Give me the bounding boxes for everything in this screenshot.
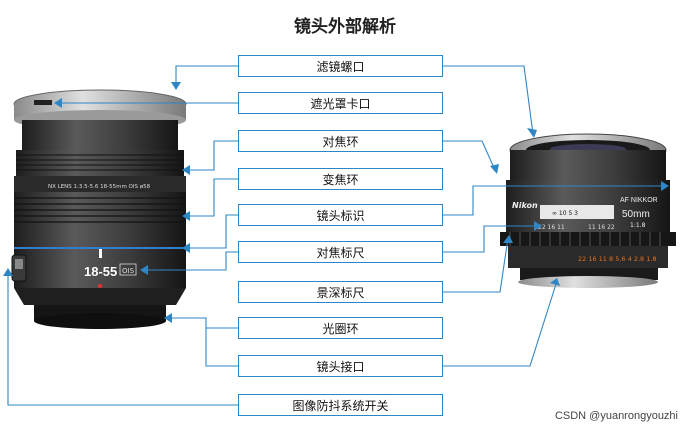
leader-lens-mount-right: [443, 283, 557, 367]
left-lens-body: [14, 230, 186, 288]
left-lens: NX LENS 1:3.5-5.6 18-55mm OIS ø58 55 45 …: [11, 89, 187, 329]
leader-lens-marking-right: [443, 185, 667, 216]
right-lens-focus-marks: ∞ 10 5 3: [552, 210, 578, 217]
right-lens-model-line2: 50mm: [622, 209, 650, 220]
leader-aperture-ring: [166, 317, 238, 329]
leader-focus-scale-left: [142, 251, 238, 271]
label-focus-scale: 对焦标尺: [238, 241, 443, 263]
ois-switch-knob: [15, 259, 23, 269]
right-lens-front-barrel: [510, 150, 666, 180]
leader-lines: [7, 65, 667, 406]
arrow-ois-switch: [3, 268, 13, 276]
right-lens-focus-ridges: [509, 232, 661, 246]
left-lens-ois-badge-box: [119, 263, 137, 276]
right-lens-dof-right: 11 16 22: [588, 224, 615, 231]
arrow-dof-scale: [503, 235, 513, 243]
arrow-filter-thread-left: [171, 82, 181, 90]
leader-ois-switch: [7, 270, 238, 406]
left-lens-zoom-ridges: [14, 197, 186, 223]
label-aperture-ring: 光圈环: [238, 317, 443, 339]
leader-lens-mount-left: [205, 328, 238, 367]
left-lens-red-dot: [97, 283, 103, 289]
leader-dof-scale: [443, 237, 509, 293]
arrow-focus-ring-right: [490, 164, 499, 174]
label-ois-switch: 图像防抖系统开关: [238, 394, 443, 416]
right-lens-aperture-ring: [508, 246, 668, 268]
right-lens-model-line3: 1:1.8: [630, 222, 646, 229]
left-lens-spec-band: [14, 176, 186, 192]
left-lens-zoom-text: 18-55: [84, 264, 117, 279]
leader-focus-scale-right: [443, 225, 540, 253]
right-lens-dof-window: [540, 205, 614, 219]
leader-arrowheads: [3, 82, 669, 323]
arrow-zoom-ring: [182, 211, 190, 221]
arrow-focus-ring-left: [182, 165, 190, 175]
leader-focus-ring-right: [443, 140, 496, 171]
left-lens-ois-badge: OIS: [122, 267, 135, 275]
leader-focus-ring-left: [184, 140, 238, 171]
label-focus-ring: 对焦环: [238, 130, 443, 152]
label-zoom-ring: 变焦环: [238, 168, 443, 190]
label-dof-scale: 景深标尺: [238, 281, 443, 303]
arrow-lens-mount-right: [550, 278, 560, 286]
left-lens-index-mark: [99, 249, 102, 258]
right-lens-aperture-scale: 22 16 11 8 5.6 4 2.8 1.8: [578, 255, 657, 263]
label-filter-thread: 滤镜螺口: [238, 55, 443, 77]
right-lens-dof-left: 22 16 11: [538, 224, 565, 231]
left-lens-neck: [22, 120, 178, 150]
left-lens-spec-text: NX LENS 1:3.5-5.6 18-55mm OIS ø58: [48, 184, 151, 190]
label-lens-mount: 镜头接口: [238, 355, 443, 377]
right-lens: Nikon ∞ 10 5 3 22 16 11 11 16 22 AF NIKK…: [500, 133, 676, 288]
arrow-lens-marking-right: [661, 181, 669, 191]
left-lens-hood-notch: [34, 100, 52, 105]
arrow-hood-mount: [54, 98, 62, 108]
right-lens-brand: Nikon: [512, 201, 538, 210]
leader-filter-thread-right: [443, 65, 534, 135]
right-lens-model-line1: AF NIKKOR: [620, 197, 658, 204]
label-hood-mount: 遮光罩卡口: [238, 92, 443, 114]
arrow-focus-scale-left: [140, 265, 148, 275]
arrow-focus-scale-right: [534, 221, 542, 231]
watermark: CSDN @yuanrongyouzhi: [554, 410, 678, 422]
arrow-filter-thread-right: [527, 128, 537, 138]
right-lens-mount-bottom: [518, 276, 658, 288]
leader-filter-thread-left: [175, 65, 238, 84]
arrow-lens-marking-left: [182, 243, 190, 253]
right-lens-focus-ring: [500, 232, 676, 246]
left-lens-focus-ring: [16, 150, 184, 176]
leader-lens-marking-left: [184, 214, 238, 249]
arrow-aperture-ring: [164, 313, 172, 323]
left-lens-mount-bottom: [34, 313, 166, 329]
leader-zoom-ring: [184, 178, 238, 217]
left-lens-focus-ridges: [16, 154, 184, 171]
left-lens-taper: [14, 288, 186, 305]
label-lens-marking: 镜头标识: [238, 204, 443, 226]
diagram-title: 镜头外部解析: [294, 17, 396, 37]
